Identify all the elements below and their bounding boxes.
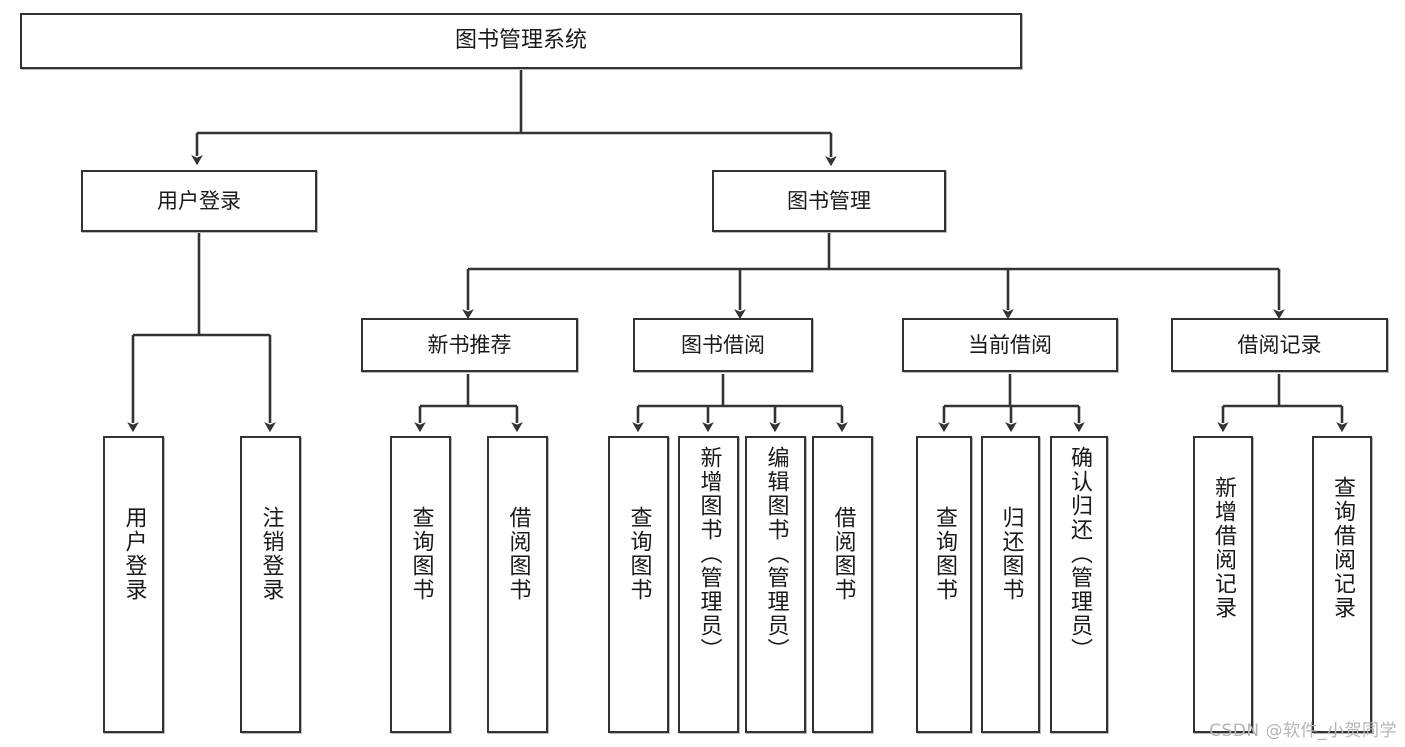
node-new-book-recommend[interactable]: 新书推荐 xyxy=(361,318,578,372)
node-label: 查询图书 xyxy=(932,506,957,602)
node-label: 归还图书 xyxy=(998,506,1024,602)
node-leaf-borrow-book[interactable]: 借阅图书 xyxy=(812,436,873,733)
node-leaf-confirm-return[interactable]: 确认归还（管理员） xyxy=(1050,436,1108,733)
node-label: 借阅图书 xyxy=(830,506,856,602)
node-label: 注销登录 xyxy=(258,506,284,602)
node-leaf-borrow-book-recommend[interactable]: 借阅图书 xyxy=(487,436,548,733)
node-leaf-query-book-current[interactable]: 查询图书 xyxy=(916,436,972,733)
node-user-login[interactable]: 用户登录 xyxy=(81,170,317,232)
node-label: 查询借阅记录 xyxy=(1330,476,1355,620)
node-leaf-user-login[interactable]: 用户登录 xyxy=(103,436,164,733)
node-leaf-edit-book[interactable]: 编辑图书（管理员） xyxy=(745,436,806,733)
node-label: 用户登录 xyxy=(121,506,147,602)
node-label: 借阅记录 xyxy=(1237,332,1322,357)
node-label: 图书管理系统 xyxy=(454,28,587,54)
node-leaf-query-borrow-record[interactable]: 查询借阅记录 xyxy=(1312,436,1372,733)
node-leaf-return-book[interactable]: 归还图书 xyxy=(981,436,1040,733)
node-label: 当前借阅 xyxy=(968,332,1052,357)
node-label: 图书管理 xyxy=(787,188,871,213)
node-label: 查询图书 xyxy=(408,506,434,602)
node-leaf-add-book[interactable]: 新增图书（管理员） xyxy=(678,436,739,733)
node-label: 图书借阅 xyxy=(681,332,765,357)
node-root-book-management-system[interactable]: 图书管理系统 xyxy=(20,13,1022,69)
node-label: 新增图书（管理员） xyxy=(696,446,722,662)
node-leaf-query-book-recommend[interactable]: 查询图书 xyxy=(390,436,451,733)
csdn-watermark: CSDN @软件_小贺同学 xyxy=(1209,721,1397,741)
node-label: 确认归还（管理员） xyxy=(1067,446,1092,662)
node-label: 用户登录 xyxy=(157,188,241,213)
node-label: 新增借阅记录 xyxy=(1211,476,1236,620)
node-current-borrow[interactable]: 当前借阅 xyxy=(902,318,1118,372)
node-label: 编辑图书（管理员） xyxy=(763,446,789,662)
node-book-management[interactable]: 图书管理 xyxy=(712,170,946,232)
node-leaf-query-book-borrow[interactable]: 查询图书 xyxy=(608,436,669,733)
node-borrow-record[interactable]: 借阅记录 xyxy=(1171,318,1388,372)
node-leaf-add-borrow-record[interactable]: 新增借阅记录 xyxy=(1193,436,1253,733)
node-label: 借阅图书 xyxy=(505,506,531,602)
node-label: 查询图书 xyxy=(626,506,652,602)
node-leaf-logout-login[interactable]: 注销登录 xyxy=(240,436,301,733)
node-label: 新书推荐 xyxy=(427,332,512,357)
node-book-borrow[interactable]: 图书借阅 xyxy=(633,318,813,372)
